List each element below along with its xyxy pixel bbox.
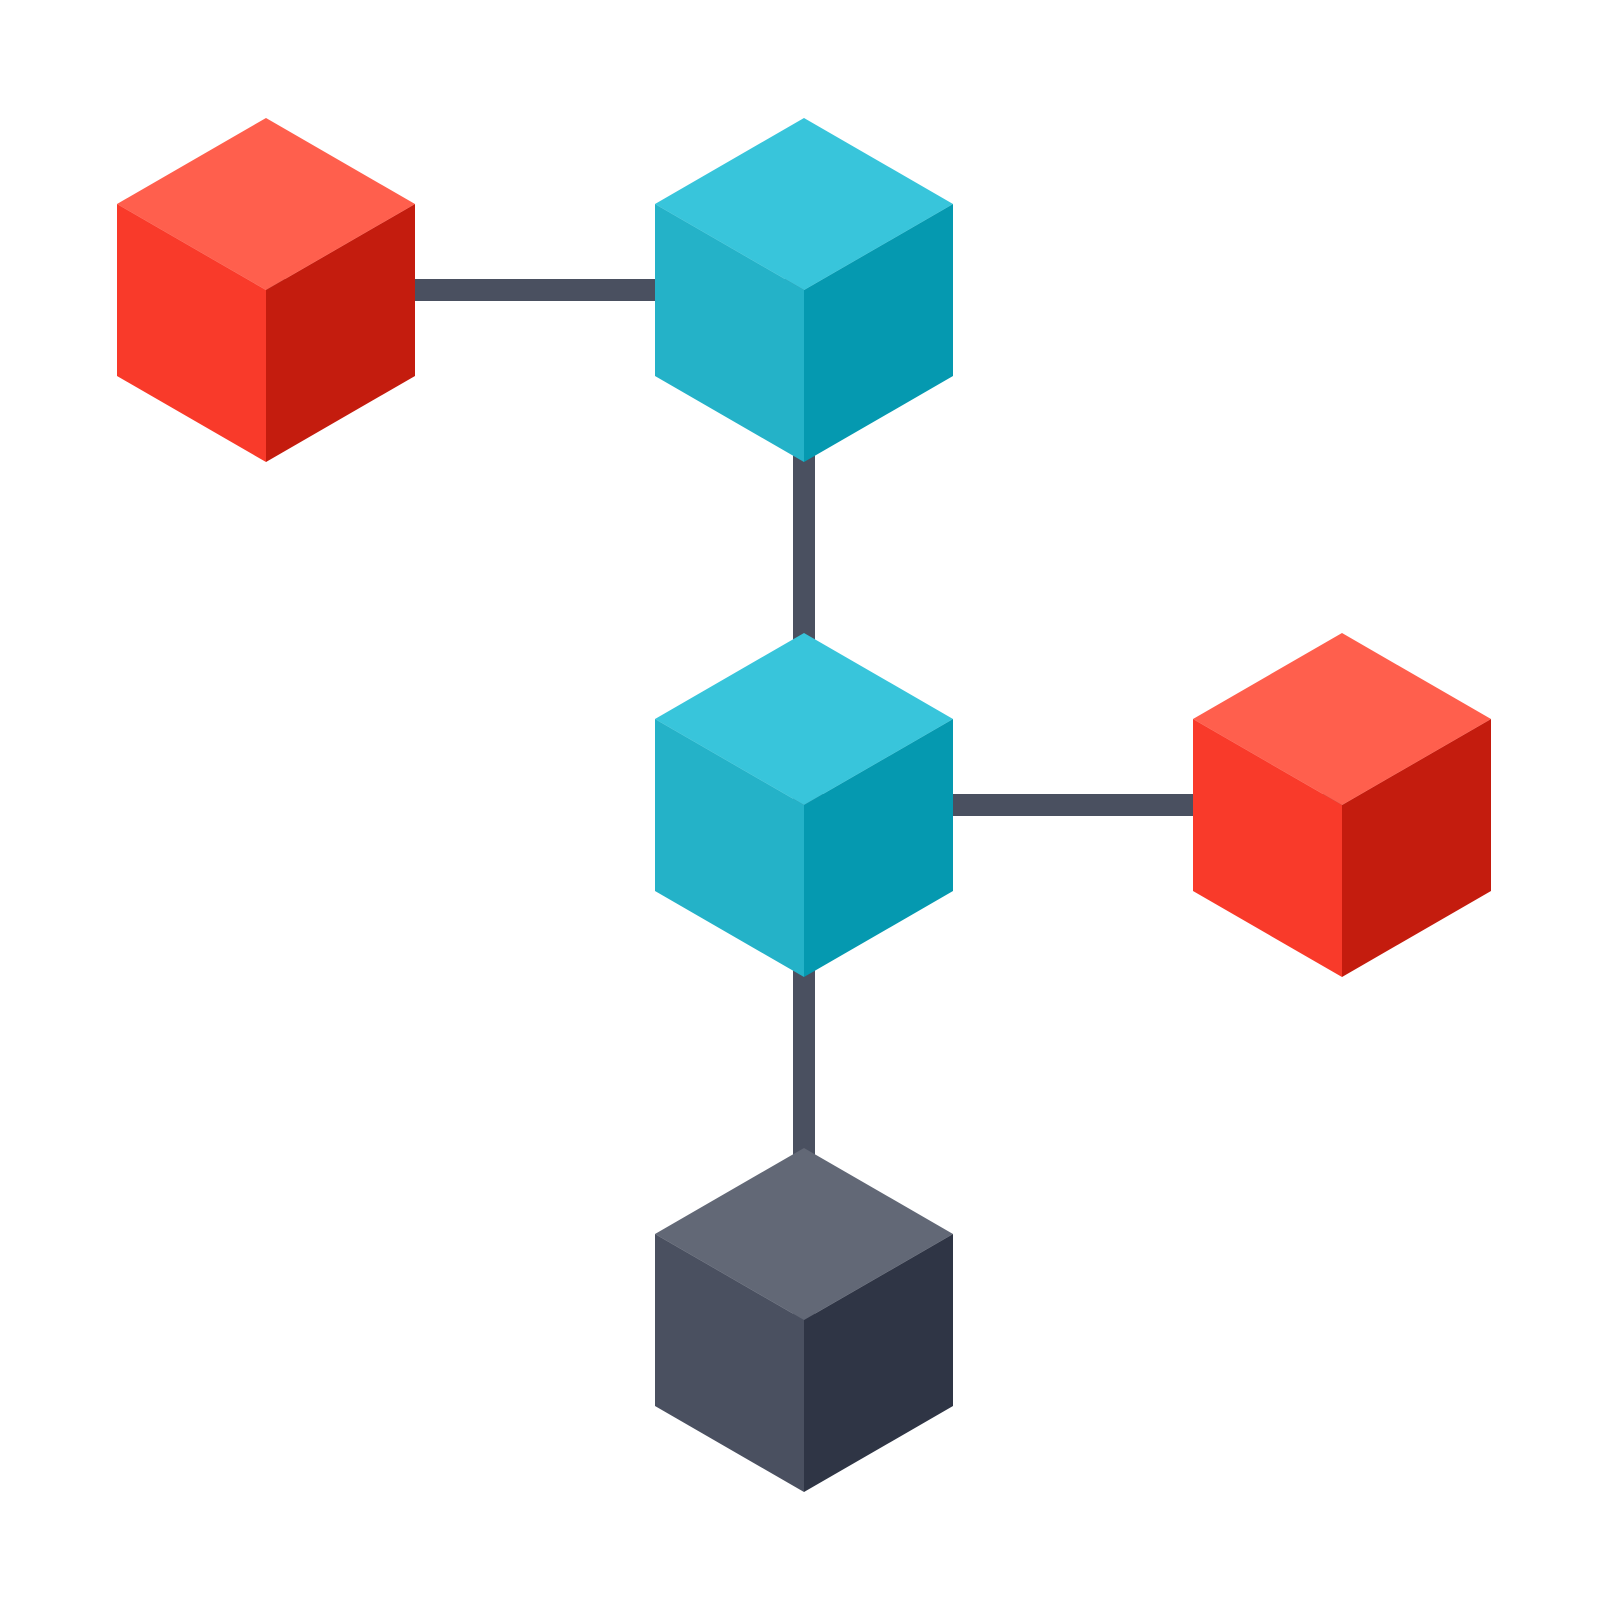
cube-top-face	[655, 633, 953, 805]
cube-icon-teal-top	[655, 118, 953, 462]
cube-top-face	[655, 118, 953, 290]
cube-top-face	[1193, 633, 1491, 805]
cube-icon-slate-bottom	[655, 1148, 953, 1492]
cube-icon-red-top-left	[117, 118, 415, 462]
cube-top-face	[655, 1148, 953, 1320]
cube-top-face	[117, 118, 415, 290]
cube-icon-teal-middle	[655, 633, 953, 977]
cube-icon-red-middle-right	[1193, 633, 1491, 977]
cubes-layer	[117, 118, 1491, 1492]
